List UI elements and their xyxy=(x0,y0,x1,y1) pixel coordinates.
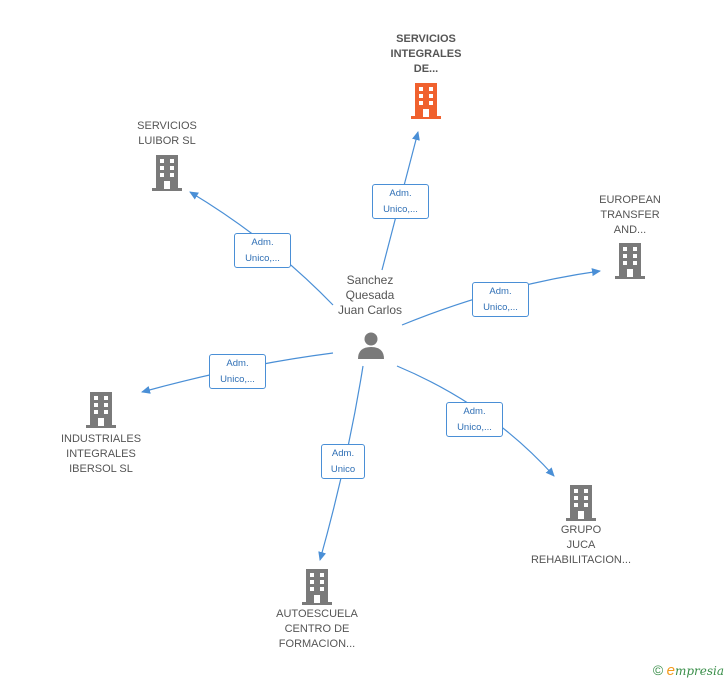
node-european-transfer[interactable]: EUROPEAN TRANSFER AND... xyxy=(576,193,684,279)
node-grupo-juca[interactable]: GRUPO JUCA REHABILITACION... xyxy=(516,485,646,568)
node-label: INDUSTRIALES INTEGRALES IBERSOL SL xyxy=(60,433,142,475)
building-icon xyxy=(615,243,645,279)
building-icon xyxy=(302,569,332,605)
edge-label-grupo-juca[interactable]: Adm. Unico,... xyxy=(446,402,503,437)
node-autoescuela[interactable]: AUTOESCUELA CENTRO DE FORMACION... xyxy=(258,569,376,652)
node-label: SERVICIOS INTEGRALES DE... xyxy=(390,33,462,75)
building-icon xyxy=(152,155,182,191)
node-industriales-integrales[interactable]: INDUSTRIALES INTEGRALES IBERSOL SL xyxy=(46,392,156,477)
person-icon[interactable] xyxy=(356,330,386,365)
edge-label-european-transfer[interactable]: Adm. Unico,... xyxy=(472,282,529,317)
edge-label-servicios-luibor[interactable]: Adm. Unico,... xyxy=(234,233,291,268)
node-servicios-integrales[interactable]: SERVICIOS INTEGRALES DE... xyxy=(368,32,484,119)
copyright-brand: © empresia xyxy=(653,662,724,679)
node-label: AUTOESCUELA CENTRO DE FORMACION... xyxy=(276,608,358,650)
edge-label-industriales-integrales[interactable]: Adm. Unico,... xyxy=(209,354,266,389)
node-servicios-luibor[interactable]: SERVICIOS LUIBOR SL xyxy=(112,119,222,191)
brand-initial: e xyxy=(666,662,675,679)
brand-name: mpresia xyxy=(674,664,724,678)
copyright-symbol: © xyxy=(652,662,664,678)
node-label: GRUPO JUCA REHABILITACION... xyxy=(530,524,632,566)
building-icon xyxy=(411,83,441,119)
building-icon xyxy=(86,392,116,428)
node-label: EUROPEAN TRANSFER AND... xyxy=(599,194,661,236)
edge-label-autoescuela[interactable]: Adm. Unico xyxy=(321,444,365,479)
edge-label-servicios-integrales[interactable]: Adm. Unico,... xyxy=(372,184,429,219)
node-label: SERVICIOS LUIBOR SL xyxy=(137,120,197,147)
building-icon xyxy=(566,485,596,521)
center-person-label[interactable]: Sanchez Quesada Juan Carlos xyxy=(337,273,403,317)
